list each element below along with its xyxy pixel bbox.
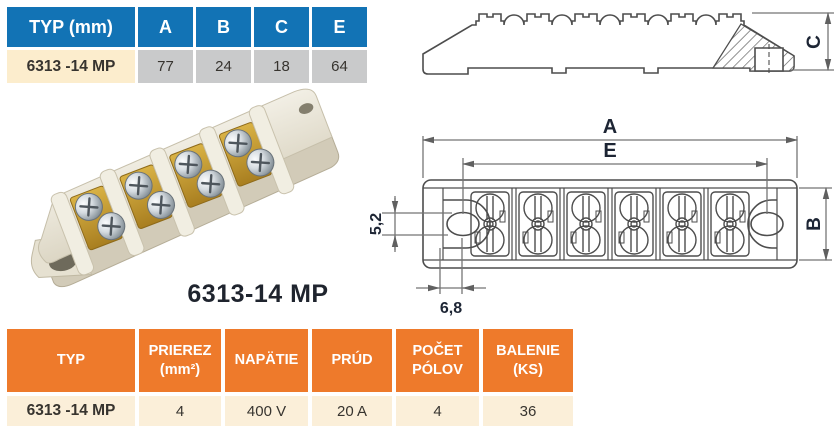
ratings-table: TYP PRIEREZ (mm²) NAPÄTIE PRÚD POČET PÓL… [7, 329, 573, 426]
dim-e-ext [462, 158, 768, 214]
ceramic-fin [50, 191, 95, 276]
dim-hole-offset-ext [439, 238, 464, 294]
ratings-table-cell-balenie: 36 [483, 396, 573, 426]
dimensions-table-header-b: B [196, 7, 251, 47]
block-body-outline [422, 179, 798, 269]
ratings-table-cell-prud: 20 A [312, 396, 392, 426]
dimensions-table-header-typ: TYP (mm) [7, 7, 135, 47]
left-mount-hole [446, 211, 480, 237]
dim-label-a: A [603, 116, 617, 138]
dim-label-hole-offset: 6,8 [440, 300, 462, 317]
dimensions-table-cell-e: 64 [312, 50, 367, 83]
left-mount-pocket [443, 199, 491, 249]
pole-6 [710, 191, 750, 257]
side-view-drawing: C [422, 12, 834, 75]
ratings-table-header-balenie: BALENIE (KS) [483, 329, 573, 392]
pole-4 [614, 191, 654, 257]
dimensions-table-cell-a: 77 [138, 50, 193, 83]
right-mount-pocket [747, 199, 777, 249]
product-caption: 6313-14 MP [187, 280, 329, 308]
dim-label-hole-height: 5,2 [368, 213, 385, 235]
right-mount-hole [750, 211, 784, 237]
product-photo [30, 88, 340, 288]
dim-label-c: C [804, 35, 825, 49]
ratings-table-cell-prierez: 4 [139, 396, 221, 426]
ratings-table-header-napatie: NAPÄTIE [225, 329, 308, 392]
ratings-table-header-pocet-polov: POČET PÓLOV [396, 329, 479, 392]
dimensions-table: TYP (mm) A B C E 6313 -14 MP 77 24 18 64 [7, 7, 367, 83]
dimensions-table-cell-c: 18 [254, 50, 309, 83]
front-view-drawing: A E B 5,2 6,8 [368, 116, 832, 317]
pole-2 [518, 191, 558, 257]
dim-label-e: E [603, 140, 616, 162]
ratings-table-cell-napatie: 400 V [225, 396, 308, 426]
ratings-table-cell-typ: 6313 -14 MP [7, 396, 135, 426]
dim-hole-height-ext [382, 196, 452, 252]
body-rails [423, 187, 797, 261]
ratings-table-header-prud: PRÚD [312, 329, 392, 392]
ratings-table-header-prierez: PRIEREZ (mm²) [139, 329, 221, 392]
pole-3 [566, 191, 606, 257]
dimensions-table-header-e: E [312, 7, 367, 47]
dimensions-table-header-c: C [254, 7, 309, 47]
dimensions-table-header-a: A [138, 7, 193, 47]
dimensions-table-cell-b: 24 [196, 50, 251, 83]
ratings-table-cell-pocet-polov: 4 [396, 396, 479, 426]
pole-dividers [511, 188, 709, 260]
end-mount-hole [298, 103, 314, 114]
mounting-counterbore [754, 47, 784, 72]
ratings-table-header-typ: TYP [7, 329, 135, 392]
dim-label-b: B [804, 217, 825, 231]
pole-5 [662, 191, 702, 257]
dimensions-table-cell-typ: 6313 -14 MP [7, 50, 135, 83]
